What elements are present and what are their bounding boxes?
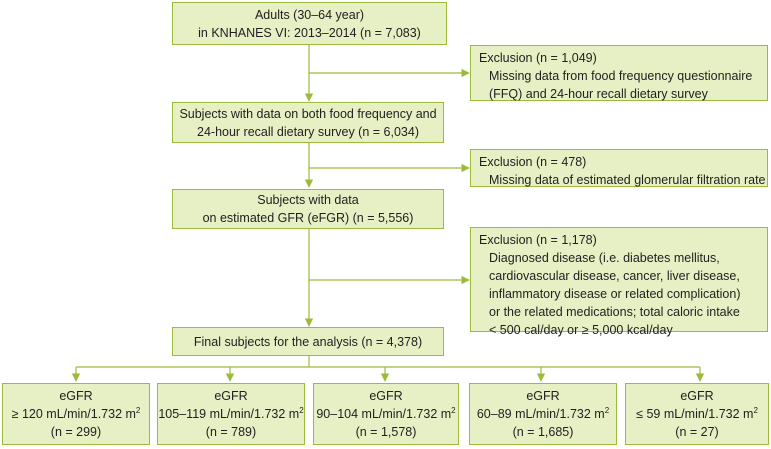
group-range: 90–104 mL/min/1.732 m2 <box>316 405 456 421</box>
group-count: (n = 1,578) <box>355 425 417 439</box>
step-text: Adults (30–64 year) <box>254 7 365 22</box>
step-text: on estimated GFR (eFGR) (n = 5,556) <box>202 211 414 225</box>
exclusion-item: cardiovascular disease, cancer, liver di… <box>489 269 740 283</box>
exclusion-item: Missing data from food frequency questio… <box>489 69 753 83</box>
exclusion-title: Exclusion (n = 1,178) <box>479 233 597 247</box>
group-range: ≤ 59 mL/min/1.732 m2 <box>636 405 758 421</box>
exclusion-box-2: Exclusion (n = 478) Missing data of esti… <box>470 149 768 187</box>
group-label: eGFR <box>369 389 403 403</box>
group-box-egfr-90-104: eGFR 90–104 mL/min/1.732 m2 (n = 1,578) <box>313 383 459 445</box>
exclusion-item: Missing data of estimated glomerular fil… <box>489 173 766 187</box>
exclusion-item: (FFQ) and 24-hour recall dietary survey <box>489 87 708 101</box>
step-box-final: Final subjects for the analysis (n = 4,3… <box>172 327 444 356</box>
step-text: Final subjects for the analysis (n = 4,3… <box>193 334 423 349</box>
group-label: eGFR <box>680 389 714 403</box>
group-label: eGFR <box>526 389 560 403</box>
group-box-egfr-59-below: eGFR ≤ 59 mL/min/1.732 m2 (n = 27) <box>625 383 769 445</box>
exclusion-title: Exclusion (n = 1,049) <box>479 51 597 65</box>
exclusion-box-1: Exclusion (n = 1,049) Missing data from … <box>470 45 768 101</box>
step-box-adults: Adults (30–64 year) in KNHANES VI: 2013–… <box>172 2 447 45</box>
exclusion-item: inflammatory disease or related complica… <box>489 287 741 301</box>
exclusion-item: or the related medications; total calori… <box>489 305 740 319</box>
step-box-egfr: Subjects with data on estimated GFR (eFG… <box>172 189 444 229</box>
exclusion-title: Exclusion (n = 478) <box>479 155 587 169</box>
group-box-egfr-105-119: eGFR 105–119 mL/min/1.732 m2 (n = 789) <box>157 383 305 445</box>
step-text: Subjects with data on both food frequenc… <box>179 106 437 121</box>
group-range: 105–119 mL/min/1.732 m2 <box>158 405 304 421</box>
step-box-food-survey: Subjects with data on both food frequenc… <box>172 102 444 143</box>
group-count: (n = 1,685) <box>512 425 574 439</box>
group-range: 60–89 mL/min/1.732 m2 <box>476 405 610 421</box>
exclusion-box-3: Exclusion (n = 1,178) Diagnosed disease … <box>470 227 768 337</box>
group-count: (n = 27) <box>675 425 719 439</box>
exclusion-item: < 500 cal/day or ≥ 5,000 kcal/day <box>489 323 673 337</box>
group-box-egfr-60-89: eGFR 60–89 mL/min/1.732 m2 (n = 1,685) <box>469 383 617 445</box>
step-text: in KNHANES VI: 2013–2014 (n = 7,083) <box>198 25 421 40</box>
group-box-egfr-120-plus: eGFR ≥ 120 mL/min/1.732 m2 (n = 299) <box>2 383 150 445</box>
group-count: (n = 299) <box>50 425 102 439</box>
group-count: (n = 789) <box>205 425 257 439</box>
exclusion-item: Diagnosed disease (i.e. diabetes mellitu… <box>489 251 720 265</box>
group-label: eGFR <box>214 389 248 403</box>
step-text: Subjects with data <box>257 193 359 207</box>
group-range: ≥ 120 mL/min/1.732 m2 <box>11 405 141 421</box>
step-text: 24-hour recall dietary survey (n = 6,034… <box>197 124 419 139</box>
group-label: eGFR <box>59 389 93 403</box>
